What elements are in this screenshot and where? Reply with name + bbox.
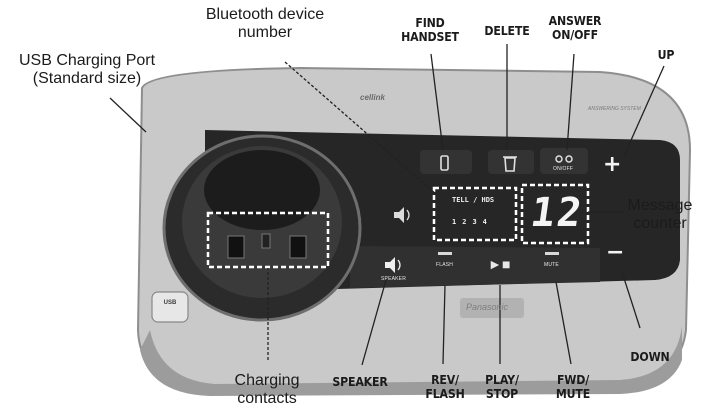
speaker-key-label[interactable]: SPEAKER xyxy=(381,276,407,282)
line-down xyxy=(621,271,641,329)
bluetooth-device-numbers: 1234 xyxy=(452,218,493,226)
answer-key xyxy=(540,148,588,174)
callout-rev-flash: REV/FLASH xyxy=(425,372,465,401)
line-speaker xyxy=(361,279,387,366)
callout-play-stop: PLAY/STOP xyxy=(485,372,519,401)
phone-icon xyxy=(440,155,449,171)
bluetooth-panel-text: TELL / HDS xyxy=(452,196,495,204)
line-answer xyxy=(566,53,575,151)
brand-left: cellink xyxy=(360,93,385,102)
mute-key-label[interactable]: MUTE xyxy=(544,262,559,268)
brand-right: ANSWERING SYSTEM xyxy=(588,106,641,112)
flash-key-label[interactable]: FLASH xyxy=(436,262,454,268)
tape-icon-right xyxy=(565,155,573,163)
tape-icon-left xyxy=(555,155,563,163)
contact-center xyxy=(261,233,271,249)
callout-usb-charging-port: USB Charging Port(Standard size) xyxy=(18,52,156,87)
base-body-shadow xyxy=(140,326,682,396)
key-strip xyxy=(350,246,600,288)
callout-up: UP xyxy=(657,47,675,62)
highlight-message-counter xyxy=(520,183,590,245)
play-stop-key[interactable]: ►■ xyxy=(488,256,511,272)
line-fwd xyxy=(555,281,572,365)
callout-fwd-mute: FWD/MUTE xyxy=(555,372,591,401)
delete-key xyxy=(488,150,534,174)
flash-key-bar xyxy=(438,252,452,255)
up-button[interactable]: + xyxy=(603,152,622,177)
cradle-well xyxy=(204,150,320,230)
contact-right xyxy=(289,235,307,259)
line-find xyxy=(430,53,444,151)
line-up xyxy=(623,65,665,157)
message-counter-display: 12 xyxy=(527,190,587,236)
base-logo-text: Panasonic xyxy=(466,302,509,312)
mute-key-bar xyxy=(545,252,559,255)
down-button[interactable]: − xyxy=(606,240,625,265)
speaker-key-icon xyxy=(385,257,395,273)
line-rev xyxy=(442,284,446,365)
find-handset-key xyxy=(420,150,472,174)
speaker-icon-panel xyxy=(394,207,404,223)
highlight-bluetooth-number xyxy=(432,186,518,242)
answer-key-label: ON/OFF xyxy=(553,166,574,172)
contact-left xyxy=(227,235,245,259)
callout-speaker: SPEAKER xyxy=(332,374,388,389)
line-bluetooth xyxy=(284,61,437,195)
usb-badge-text: USB xyxy=(163,300,177,306)
line-usb xyxy=(109,97,147,133)
base-logo-plate xyxy=(460,298,524,318)
callout-delete: DELETE xyxy=(484,23,530,38)
callout-down: DOWN xyxy=(630,349,670,364)
usb-badge xyxy=(151,291,189,323)
trash-icon xyxy=(503,156,517,172)
highlight-charging-contacts xyxy=(206,211,330,269)
